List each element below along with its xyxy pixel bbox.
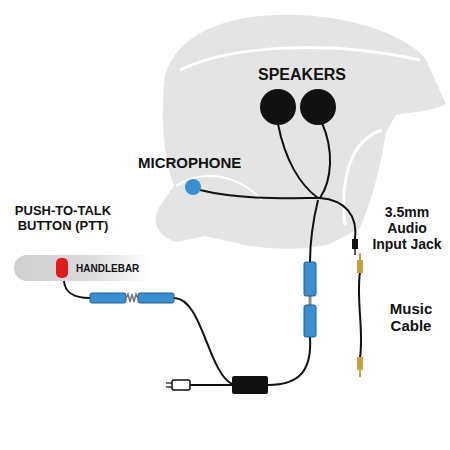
ptt-cable	[174, 298, 232, 384]
ptt-plug	[90, 293, 126, 303]
xlr-cable	[190, 384, 232, 386]
music-plug-tip	[359, 370, 361, 377]
radio-connector	[172, 380, 190, 390]
splitter-box	[232, 376, 268, 394]
part-label: Music Cable	[384, 300, 438, 335]
radio-connector-pin	[166, 386, 172, 387]
node-text: HANDLEBAR	[76, 263, 139, 274]
cable-connector	[304, 305, 316, 337]
music-plug	[357, 260, 363, 273]
speaker	[260, 89, 296, 125]
speaker-cable	[320, 123, 330, 198]
mic-cable	[200, 190, 320, 198]
music-plug-tip	[359, 253, 361, 260]
connector-gap	[309, 296, 312, 305]
ptt-plug-spring	[126, 294, 138, 302]
speaker	[300, 89, 336, 125]
main-cable	[310, 200, 318, 262]
handlebar-tube: HANDLEBAR	[14, 255, 149, 281]
microphone	[185, 179, 201, 195]
audio-jack-tip	[354, 249, 356, 255]
audio-jack	[352, 239, 358, 249]
ptt-plug	[138, 293, 174, 303]
music-cable	[359, 272, 361, 358]
part-label: PUSH-TO-TALK BUTTON (PTT)	[4, 204, 122, 234]
radio-connector-pin	[166, 382, 172, 383]
jack-cable	[320, 198, 355, 240]
music-plug	[357, 357, 363, 370]
cable-connector	[304, 262, 316, 296]
speaker-cable	[278, 124, 318, 198]
ptt-cable	[64, 281, 90, 298]
cables	[64, 123, 355, 385]
ptt-button	[56, 258, 68, 278]
part-label: MICROPHONE	[138, 154, 268, 171]
part-label: SPEAKERS	[258, 66, 368, 84]
main-cable	[268, 337, 310, 385]
part-label: 3.5mm Audio Input Jack	[370, 204, 444, 252]
